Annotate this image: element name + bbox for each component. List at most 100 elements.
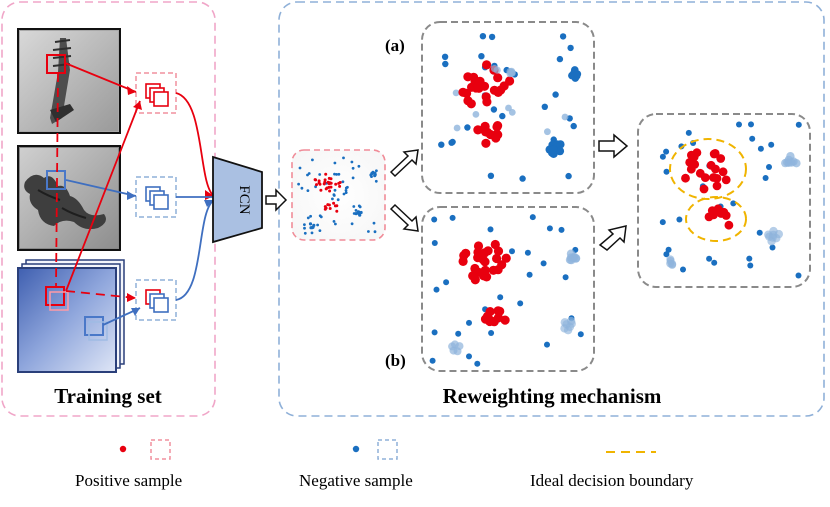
negative-point: [342, 192, 346, 196]
negative-point: [562, 274, 569, 281]
negative-point: [332, 193, 336, 197]
negative-point: [373, 230, 377, 234]
positive-point: [492, 253, 502, 264]
negative-point: [331, 197, 334, 201]
negative-point: [556, 55, 564, 63]
negative-point: [310, 231, 314, 235]
positive-point: [706, 160, 716, 170]
positive-point: [335, 209, 339, 213]
negative-point: [541, 103, 548, 111]
negative-point: [350, 222, 354, 226]
negative-point: [488, 330, 495, 336]
negative-point: [757, 145, 764, 152]
positive-point: [699, 184, 709, 194]
negative-point: [529, 214, 536, 221]
patch-connectors: [55, 62, 142, 326]
reweighting-frame: [278, 1, 825, 417]
negative-point: [573, 70, 582, 78]
negative-point: [335, 173, 338, 176]
positive-point: [721, 175, 731, 185]
negative-point: [747, 262, 754, 269]
negative-point: [769, 226, 778, 236]
negative-point: [344, 189, 348, 192]
negative-point: [487, 172, 495, 179]
positive-point: [315, 183, 318, 187]
negative-point: [373, 171, 377, 175]
negative-point: [665, 246, 672, 253]
positive-point: [490, 239, 500, 250]
positive-point: [493, 73, 503, 83]
negative-point: [517, 300, 524, 307]
negative-point: [303, 226, 306, 230]
positive-point: [468, 271, 478, 281]
positive-point: [333, 204, 337, 208]
negative-point: [333, 188, 337, 192]
negative-point: [306, 189, 310, 193]
positive-point: [459, 250, 469, 261]
legend-negative-label: Negative sample: [299, 471, 413, 490]
negative-point: [309, 214, 312, 218]
negative-point: [442, 60, 449, 68]
negative-point: [736, 121, 742, 128]
negative-point: [479, 33, 487, 40]
negative-point: [769, 244, 776, 251]
negative-point: [309, 226, 313, 230]
stack-to-fcn-connectors: [175, 92, 215, 301]
negative-point: [567, 44, 574, 52]
negative-point: [433, 286, 440, 293]
negative-point: [768, 233, 777, 242]
positive-point: [334, 182, 338, 186]
negative-point: [438, 141, 445, 148]
positive-patch-screw: [46, 54, 66, 74]
legend-positive-box: [150, 439, 171, 460]
negative-point: [351, 176, 355, 180]
fcn-label: FCN: [236, 185, 252, 214]
negative-point: [344, 191, 348, 195]
positive-point: [324, 172, 328, 176]
negative-point: [544, 341, 550, 348]
positive-point: [489, 317, 499, 327]
positive-point: [466, 99, 476, 109]
negative-point: [685, 129, 692, 136]
positive-point: [716, 207, 726, 217]
negative-point: [659, 219, 666, 226]
negative-point: [350, 160, 354, 164]
negative-point: [558, 226, 565, 233]
negative-point: [337, 172, 341, 176]
negative-point: [795, 121, 802, 128]
positive-point: [326, 203, 330, 207]
negative-point: [308, 222, 313, 226]
legend-positive-label: Positive sample: [75, 471, 182, 490]
negative-point: [544, 128, 551, 136]
positive-point: [463, 72, 473, 82]
positive-point: [497, 260, 507, 270]
negative-point: [565, 172, 572, 180]
negative-point: [663, 168, 670, 175]
negative-point: [441, 53, 449, 60]
positive-point: [482, 97, 492, 107]
negative-point: [487, 226, 494, 233]
positive-point: [492, 122, 502, 132]
positive-point: [332, 201, 336, 205]
negative-point: [472, 111, 480, 118]
negative-point: [303, 231, 307, 235]
negative-patch-metal-nut: [46, 170, 66, 190]
negative-point: [548, 145, 558, 154]
negative-point: [659, 153, 666, 160]
negative-point: [431, 216, 438, 223]
negative-point: [508, 109, 516, 116]
positive-point: [327, 176, 331, 180]
negative-point: [488, 33, 496, 41]
negative-point: [453, 124, 461, 132]
negative-point: [540, 260, 547, 267]
negative-point: [676, 216, 683, 223]
positive-point: [707, 206, 717, 216]
positive-point: [491, 133, 501, 143]
negative-point: [490, 106, 498, 113]
negative-point: [336, 198, 340, 202]
reweighting-title: Reweighting mechanism: [443, 384, 662, 408]
negative-point: [746, 255, 753, 262]
negative-point: [300, 186, 304, 190]
positive-point: [724, 220, 734, 230]
positive-point: [488, 265, 498, 275]
